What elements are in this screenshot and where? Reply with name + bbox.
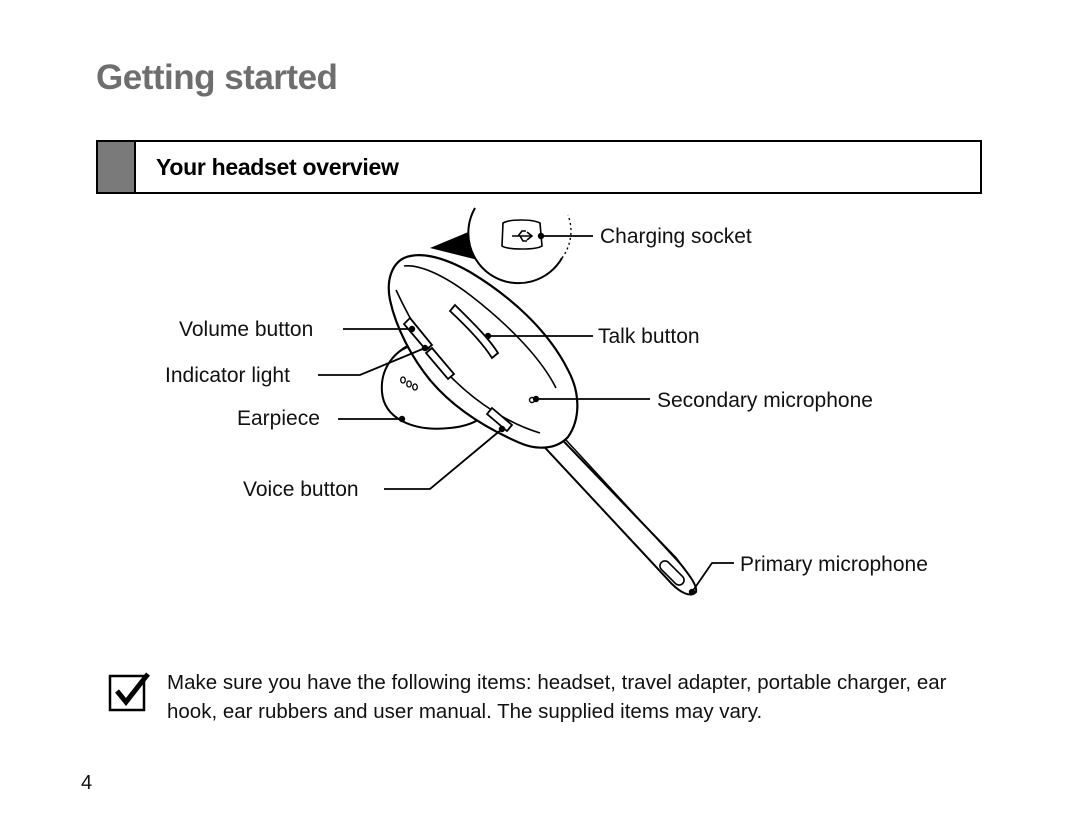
- section-header: Your headset overview: [96, 140, 982, 194]
- label-voice-button: Voice button: [243, 478, 359, 501]
- label-earpiece: Earpiece: [237, 407, 320, 430]
- leader-indicator-light: [318, 347, 426, 376]
- leader-dots: [398, 232, 696, 596]
- leader-lines: [318, 235, 734, 593]
- boom-arm: [534, 423, 698, 596]
- checkmark-note-icon: [108, 672, 150, 712]
- label-secondary-microphone: Secondary microphone: [657, 389, 873, 412]
- side-button-shape: [424, 346, 456, 381]
- label-indicator-light: Indicator light: [165, 364, 290, 387]
- leader-primary-microphone: [691, 562, 734, 593]
- section-tab-marker: [98, 142, 136, 192]
- usb-socket-icon: [501, 219, 543, 250]
- label-volume-button: Volume button: [179, 318, 314, 341]
- label-talk-button: Talk button: [598, 325, 700, 348]
- label-charging-socket: Charging socket: [600, 225, 752, 248]
- label-primary-microphone: Primary microphone: [740, 553, 928, 576]
- page-number: 4: [81, 772, 93, 794]
- voice-button-shape: [485, 406, 514, 433]
- section-title: Your headset overview: [156, 154, 399, 180]
- page-title: Getting started: [96, 58, 338, 97]
- leader-voice-button: [384, 428, 503, 490]
- note-text: Make sure you have the following items: …: [167, 671, 947, 723]
- magnifier-circle: [467, 207, 563, 285]
- earpiece-holes: [400, 376, 418, 391]
- talk-button-shape: [448, 303, 500, 360]
- primary-mic-slot: [659, 560, 685, 586]
